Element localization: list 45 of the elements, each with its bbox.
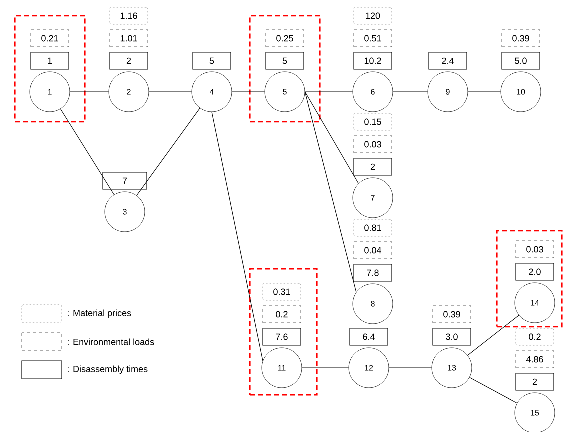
time-box: 3.0 [432,328,472,346]
load-box: 4.86 [516,350,554,368]
connector-line [304,92,360,184]
load-box: 0.2 [262,306,302,324]
time-box: 10.2 [354,52,392,70]
time-box: 2.4 [428,52,468,70]
price-box: 0.31 [262,283,302,301]
connector-line [60,108,115,196]
time-box: 5.0 [502,52,540,70]
time-box: 6.4 [350,328,388,346]
price-box: 0.81 [354,219,392,237]
time-box: 2.0 [516,263,554,281]
connector-line [468,315,520,356]
connector-line [469,377,518,404]
load-box: 0.04 [354,242,392,260]
price-box: 1.16 [110,7,148,25]
highlight-frame [496,230,563,328]
legend-label: : Environmental loads [68,338,154,346]
load-box: 0.39 [432,306,472,324]
load-box: 0.21 [30,30,70,48]
highlight-frame [249,15,321,123]
load-box: 0.25 [266,30,304,48]
highlight-frame [249,268,318,396]
price-box: 0.2 [516,328,554,346]
legend-label: : Disassembly times [68,366,148,374]
highlight-frame [14,15,86,123]
time-box: 2 [354,158,392,176]
price-box: 0.15 [354,113,392,131]
time-box: 7 [102,172,148,190]
connector-line [304,92,357,293]
load-box: 0.51 [354,30,392,48]
load-box: 0.39 [502,30,540,48]
connector-line [136,108,200,196]
time-box: 1 [30,52,70,70]
time-box: 2 [516,373,554,391]
time-box: 5 [192,52,232,70]
time-box: 2 [110,52,148,70]
price-box: 120 [354,7,392,25]
load-box: 0.03 [516,240,554,258]
time-box: 7.8 [354,264,392,282]
load-box: 1.01 [110,30,148,48]
time-box: 5 [266,52,304,70]
load-box: 0.03 [354,136,392,154]
legend-label: : Material prices [68,310,132,318]
time-box: 7.6 [262,328,302,346]
